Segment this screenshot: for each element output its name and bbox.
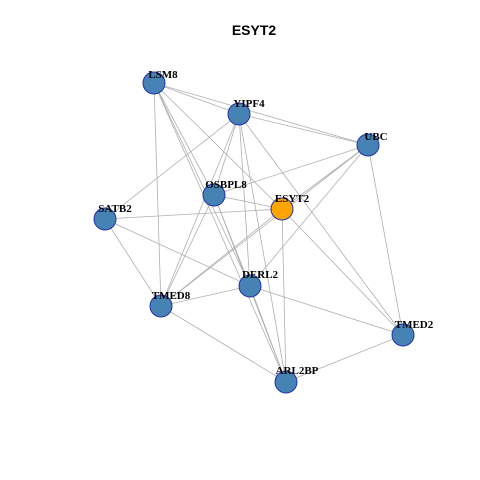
edge-yipf4-tmed8 <box>160 113 240 307</box>
edge-osbpl8-derl2 <box>213 194 251 287</box>
node-label-arl2bp: ARL2BP <box>276 365 319 377</box>
edge-derl2-tmed2 <box>249 285 404 336</box>
node-label-esyt2: ESYT2 <box>275 193 310 205</box>
edge-tmed8-arl2bp <box>160 305 287 383</box>
node-label-ubc: UBC <box>364 131 387 143</box>
graph-title: ESYT2 <box>232 22 277 38</box>
edge-esyt2-tmed8 <box>160 208 283 307</box>
edge-lsm8-arl2bp <box>153 82 287 383</box>
edge-yipf4-osbpl8 <box>213 113 240 196</box>
edge-yipf4-ubc <box>238 113 369 146</box>
node-ubc <box>356 133 380 157</box>
node-label-derl2: DERL2 <box>242 269 279 281</box>
node-tmed2 <box>391 323 415 347</box>
node-lsm8 <box>142 71 166 95</box>
edge-lsm8-derl2 <box>153 82 251 287</box>
edge-satb2-tmed8 <box>104 218 162 307</box>
edge-ubc-osbpl8 <box>213 144 369 196</box>
node-label-yipf4: YIPF4 <box>233 98 265 110</box>
edge-yipf4-tmed2 <box>238 113 404 336</box>
edges-layer <box>104 82 404 383</box>
edge-esyt2-satb2 <box>104 208 283 220</box>
edge-osbpl8-esyt2 <box>213 194 283 210</box>
node-osbpl8 <box>202 183 226 207</box>
node-label-satb2: SATB2 <box>98 203 132 215</box>
node-derl2 <box>238 274 262 298</box>
node-label-osbpl8: OSBPL8 <box>205 179 247 191</box>
node-label-tmed2: TMED2 <box>395 319 434 331</box>
edge-esyt2-arl2bp <box>281 208 287 383</box>
node-yipf4 <box>227 102 251 126</box>
edge-yipf4-satb2 <box>104 113 240 220</box>
node-label-lsm8: LSM8 <box>148 69 178 81</box>
edge-derl2-arl2bp <box>249 285 287 383</box>
edge-lsm8-esyt2 <box>153 82 283 210</box>
edge-satb2-derl2 <box>104 218 251 287</box>
edge-lsm8-tmed8 <box>153 82 162 307</box>
node-label-tmed8: TMED8 <box>152 290 191 302</box>
node-esyt2 <box>270 197 294 221</box>
node-satb2 <box>93 207 117 231</box>
edge-tmed2-arl2bp <box>285 334 404 383</box>
edge-lsm8-ubc <box>153 82 369 146</box>
edge-ubc-derl2 <box>249 144 369 287</box>
node-tmed8 <box>149 294 173 318</box>
edge-ubc-tmed2 <box>367 144 404 336</box>
edge-esyt2-tmed2 <box>281 208 404 336</box>
edge-yipf4-arl2bp <box>238 113 287 383</box>
edge-lsm8-yipf4 <box>153 82 240 115</box>
edge-lsm8-osbpl8 <box>153 82 215 196</box>
edge-yipf4-derl2 <box>238 113 251 287</box>
edge-derl2-tmed8 <box>160 285 251 307</box>
edge-ubc-tmed8 <box>160 144 369 307</box>
node-arl2bp <box>274 370 298 394</box>
